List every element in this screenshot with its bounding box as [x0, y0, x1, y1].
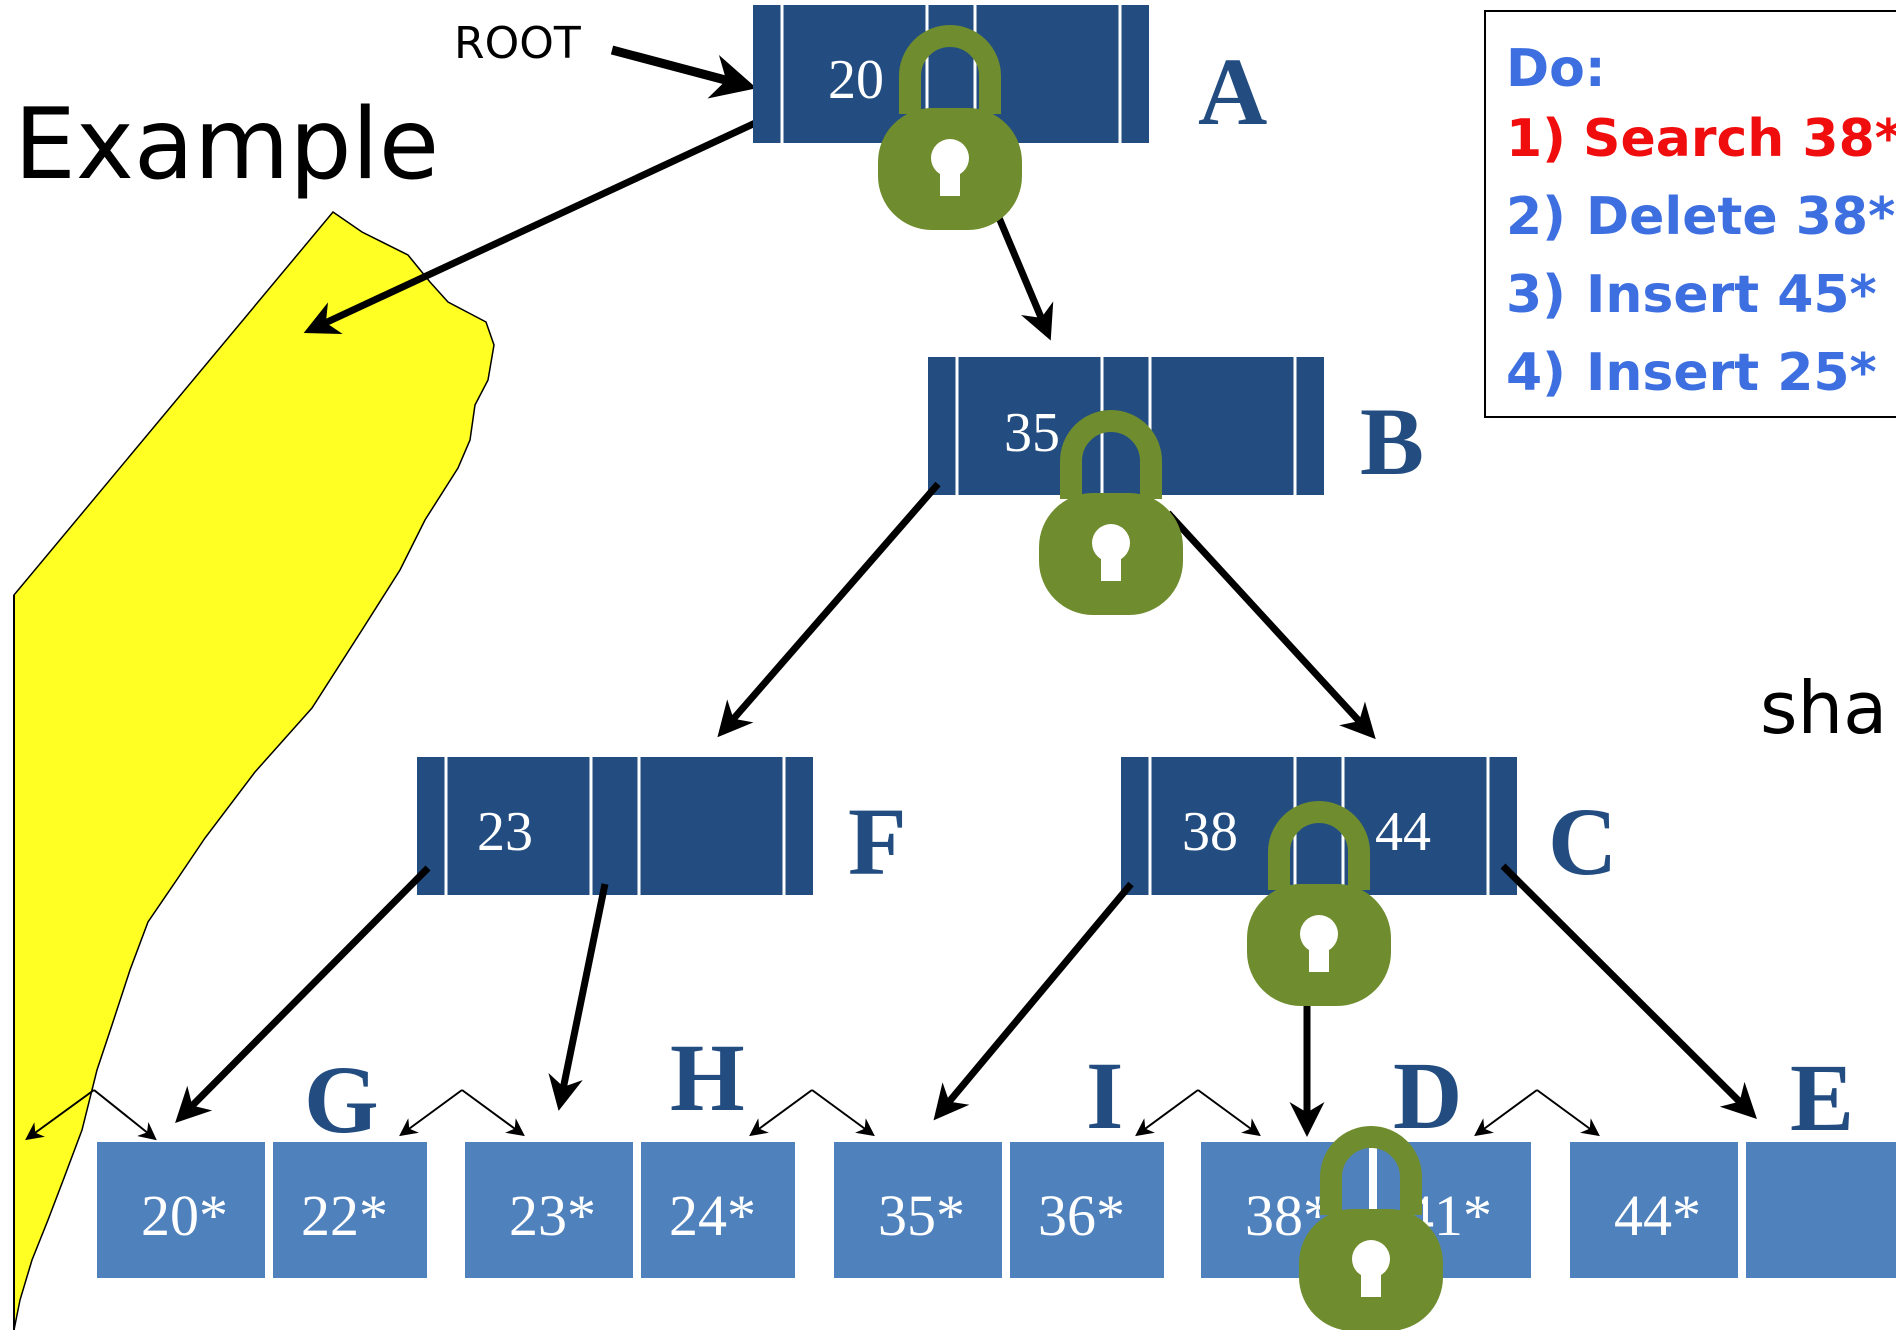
edge-c-i	[933, 881, 1134, 1121]
edge-f-h	[548, 883, 609, 1111]
leaf-h: 23* 24*	[465, 1142, 795, 1278]
leaf-g-entry-1: 22*	[301, 1183, 388, 1248]
leaf-i: 35* 36*	[834, 1142, 1164, 1278]
node-a-key-0: 20	[828, 49, 884, 111]
todo-item-number: 3)	[1506, 265, 1566, 325]
edge-c-e	[1500, 863, 1757, 1119]
node-b-key-0: 35	[1004, 402, 1060, 464]
todo-item: 1) Search 38*	[1506, 100, 1896, 178]
leaf-label-h: H	[670, 1024, 745, 1131]
leaf-e: 44*	[1570, 1142, 1896, 1278]
leaf-g-entry-0: 20*	[141, 1183, 228, 1248]
node-label-a: A	[1198, 38, 1267, 145]
todo-item: 2) Delete 38*	[1506, 178, 1896, 256]
partial-side-text: sha	[1760, 666, 1888, 750]
node-c-key-0: 38	[1182, 801, 1238, 863]
leaf-label-e: E	[1790, 1044, 1854, 1151]
edge-b-c	[1165, 510, 1376, 740]
edge-f-g	[175, 865, 431, 1123]
leaf-label-g: G	[304, 1046, 379, 1153]
leaf-i-entry-1: 36*	[1038, 1183, 1125, 1248]
todo-item-text: Insert 45*	[1586, 265, 1877, 325]
todo-item: 4) Insert 25*	[1506, 334, 1896, 412]
todo-item-text: Insert 25*	[1586, 343, 1877, 403]
leaf-h-entry-1: 24*	[669, 1183, 756, 1248]
slide-title: Example	[14, 88, 440, 202]
inner-node-c: 38 44	[1121, 757, 1517, 895]
leaf-e-entry-0: 44*	[1614, 1183, 1701, 1248]
todo-item: 3) Insert 45*	[1506, 256, 1896, 334]
todo-item-text: Search 38*	[1583, 109, 1896, 169]
root-pointer-arrow	[610, 45, 757, 99]
todo-item-text: Delete 38*	[1586, 187, 1896, 247]
node-label-f: F	[848, 788, 907, 895]
sibling-pointers	[25, 1089, 1600, 1141]
leaf-g: 20* 22*	[97, 1142, 427, 1278]
todo-heading: Do:	[1506, 39, 1606, 99]
leaf-h-entry-0: 23*	[509, 1183, 596, 1248]
todo-item-number: 4)	[1506, 343, 1566, 403]
node-label-c: C	[1548, 788, 1617, 895]
node-c-key-1: 44	[1375, 801, 1431, 863]
edge-b-f	[717, 481, 941, 738]
inner-node-f: 23	[417, 757, 813, 895]
highlight-shape	[13, 210, 495, 1330]
edge-a-left	[303, 114, 768, 335]
node-f-key-0: 23	[477, 801, 533, 863]
node-label-b: B	[1360, 388, 1424, 495]
todo-box: Do: 1) Search 38* 2) Delete 38* 3) Inser…	[1484, 10, 1896, 418]
todo-item-number: 1)	[1506, 109, 1566, 169]
todo-item-number: 2)	[1506, 187, 1566, 247]
root-label: ROOT	[454, 18, 581, 69]
leaf-label-i: I	[1086, 1042, 1123, 1149]
leaf-i-entry-0: 35*	[878, 1183, 965, 1248]
leaf-label-d: D	[1393, 1042, 1462, 1149]
